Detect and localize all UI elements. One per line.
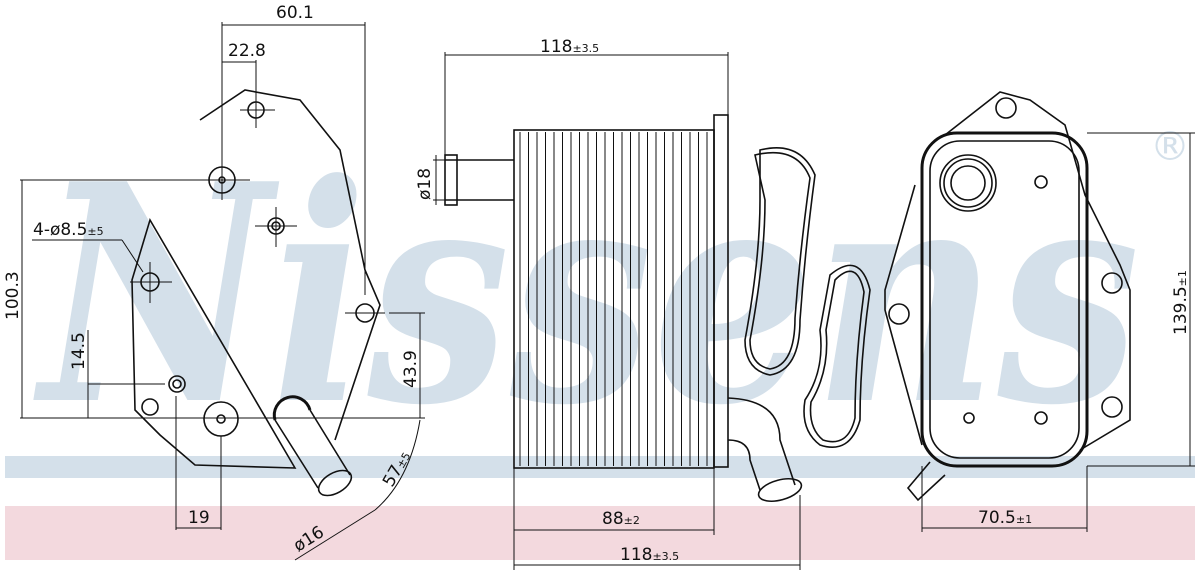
watermark-logo: Nissens <box>32 118 1140 471</box>
top-length: 118±3.5 <box>540 37 599 57</box>
blue-band <box>5 456 1195 478</box>
core-length: 88±2 <box>602 509 640 529</box>
front-height: 139.5±1 <box>1171 270 1191 335</box>
front-width: 70.5±1 <box>978 508 1032 528</box>
inlet-diameter: ø18 <box>415 168 435 200</box>
front-view: 139.5±1 70.5±1 <box>884 91 1195 532</box>
pink-band <box>5 506 1195 560</box>
dim-43-9: 43.9 <box>401 350 421 388</box>
holes-label: 4-ø8.5±5 <box>33 220 104 240</box>
dim-60-1: 60.1 <box>276 3 314 23</box>
dim-100-3: 100.3 <box>3 271 23 320</box>
dim-22-8: 22.8 <box>228 41 266 61</box>
side-view: 118±3.5 ø18 88±2 118±3.5 <box>415 37 871 570</box>
dim-19: 19 <box>188 508 210 528</box>
registered-mark: ® <box>1150 124 1190 170</box>
bottom-length: 118±3.5 <box>620 545 679 565</box>
dim-14-5: 14.5 <box>69 332 89 370</box>
